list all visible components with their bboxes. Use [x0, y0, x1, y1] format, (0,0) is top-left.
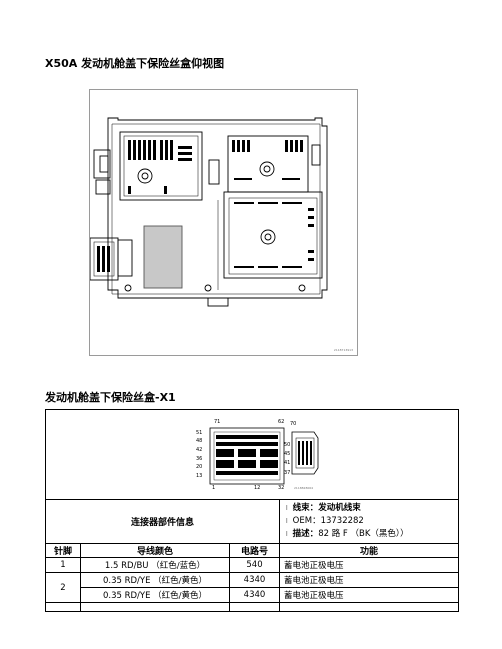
connector-figure: 51 48 42 36 20 13 71 62 70 50 45 41 37 1…	[184, 416, 324, 494]
connector-table: 51 48 42 36 20 13 71 62 70 50 45 41 37 1…	[44, 409, 460, 612]
connector-figure-row: 51 48 42 36 20 13 71 62 70 50 45 41 37 1…	[44, 409, 460, 500]
fuse-box-bottom-view-figure: 2118713913	[89, 89, 358, 356]
pin-label-top-2: 62	[278, 419, 285, 425]
header-circuit: 电路号	[229, 543, 280, 558]
wire-color-cell: 0.35 RD/YE （红色/黄色）	[80, 587, 230, 603]
pin-label-bottom-2: 12	[254, 485, 261, 491]
pin-cell: 2	[45, 572, 81, 603]
wire-color-cell: 0.35 RD/YE （红色/黄色）	[80, 572, 230, 588]
circuit-cell: 540	[229, 557, 280, 573]
pin-label-right-3: 41	[284, 460, 291, 466]
function-cell: 蓄电池正极电压	[278, 572, 460, 588]
pin-label-bottom-3: 32	[278, 485, 285, 491]
pin-label-top-3: 70	[290, 421, 297, 427]
connector-info-label: 连接器部件信息	[45, 499, 280, 544]
pin-label-bottom-1: 1	[212, 485, 216, 491]
pin-label-top-1: 71	[214, 419, 221, 425]
circuit-cell: 4340	[229, 587, 280, 603]
circuit-cell: 4340	[229, 572, 280, 588]
figure-code: 2118713913	[333, 348, 353, 352]
table-row: 2 0.35 RD/YE （红色/黄色） 4340 蓄电池正极电压	[45, 572, 460, 603]
table-row: 0.35 RD/YE （红色/黄色） 4340 蓄电池正极电压	[46, 587, 460, 603]
section-title-connector-x1: 发动机舱盖下保险丝盒-X1	[45, 391, 176, 404]
section-title-bottom-view: X50A 发动机舱盖下保险丝盒仰视图	[45, 57, 225, 70]
table-row-partial	[45, 602, 460, 612]
pin-label-right-4: 37	[284, 470, 291, 476]
header-wire-color: 导线颜色	[80, 543, 230, 558]
table-row: 1 1.5 RD/BU （红色/蓝色） 540 蓄电池正极电压	[45, 557, 460, 573]
header-pin: 针脚	[45, 543, 81, 558]
pin-label-left-4: 36	[196, 456, 203, 462]
connector-figure-code: 2118828064	[294, 486, 314, 490]
wire-color-cell: 1.5 RD/BU （红色/蓝色）	[80, 557, 230, 573]
function-cell: 蓄电池正极电压	[278, 587, 460, 603]
pin-label-left-6: 13	[196, 473, 203, 479]
function-cell: 蓄电池正极电压	[278, 557, 460, 573]
header-function: 功能	[278, 543, 460, 558]
pin-label-left-1: 51	[196, 430, 203, 436]
pin-cell: 1	[45, 557, 81, 573]
fuse-box-bottom-view-drawing	[90, 117, 328, 307]
pin-label-left-5: 20	[196, 464, 203, 470]
pin-label-left-3: 42	[196, 447, 203, 453]
connector-face-drawing	[209, 427, 319, 485]
pin-label-right-1: 50	[284, 442, 291, 448]
table-header: 针脚 导线颜色 电路号 功能	[45, 543, 460, 558]
pin-label-left-2: 48	[196, 438, 203, 444]
pin-label-right-2: 45	[284, 451, 291, 457]
